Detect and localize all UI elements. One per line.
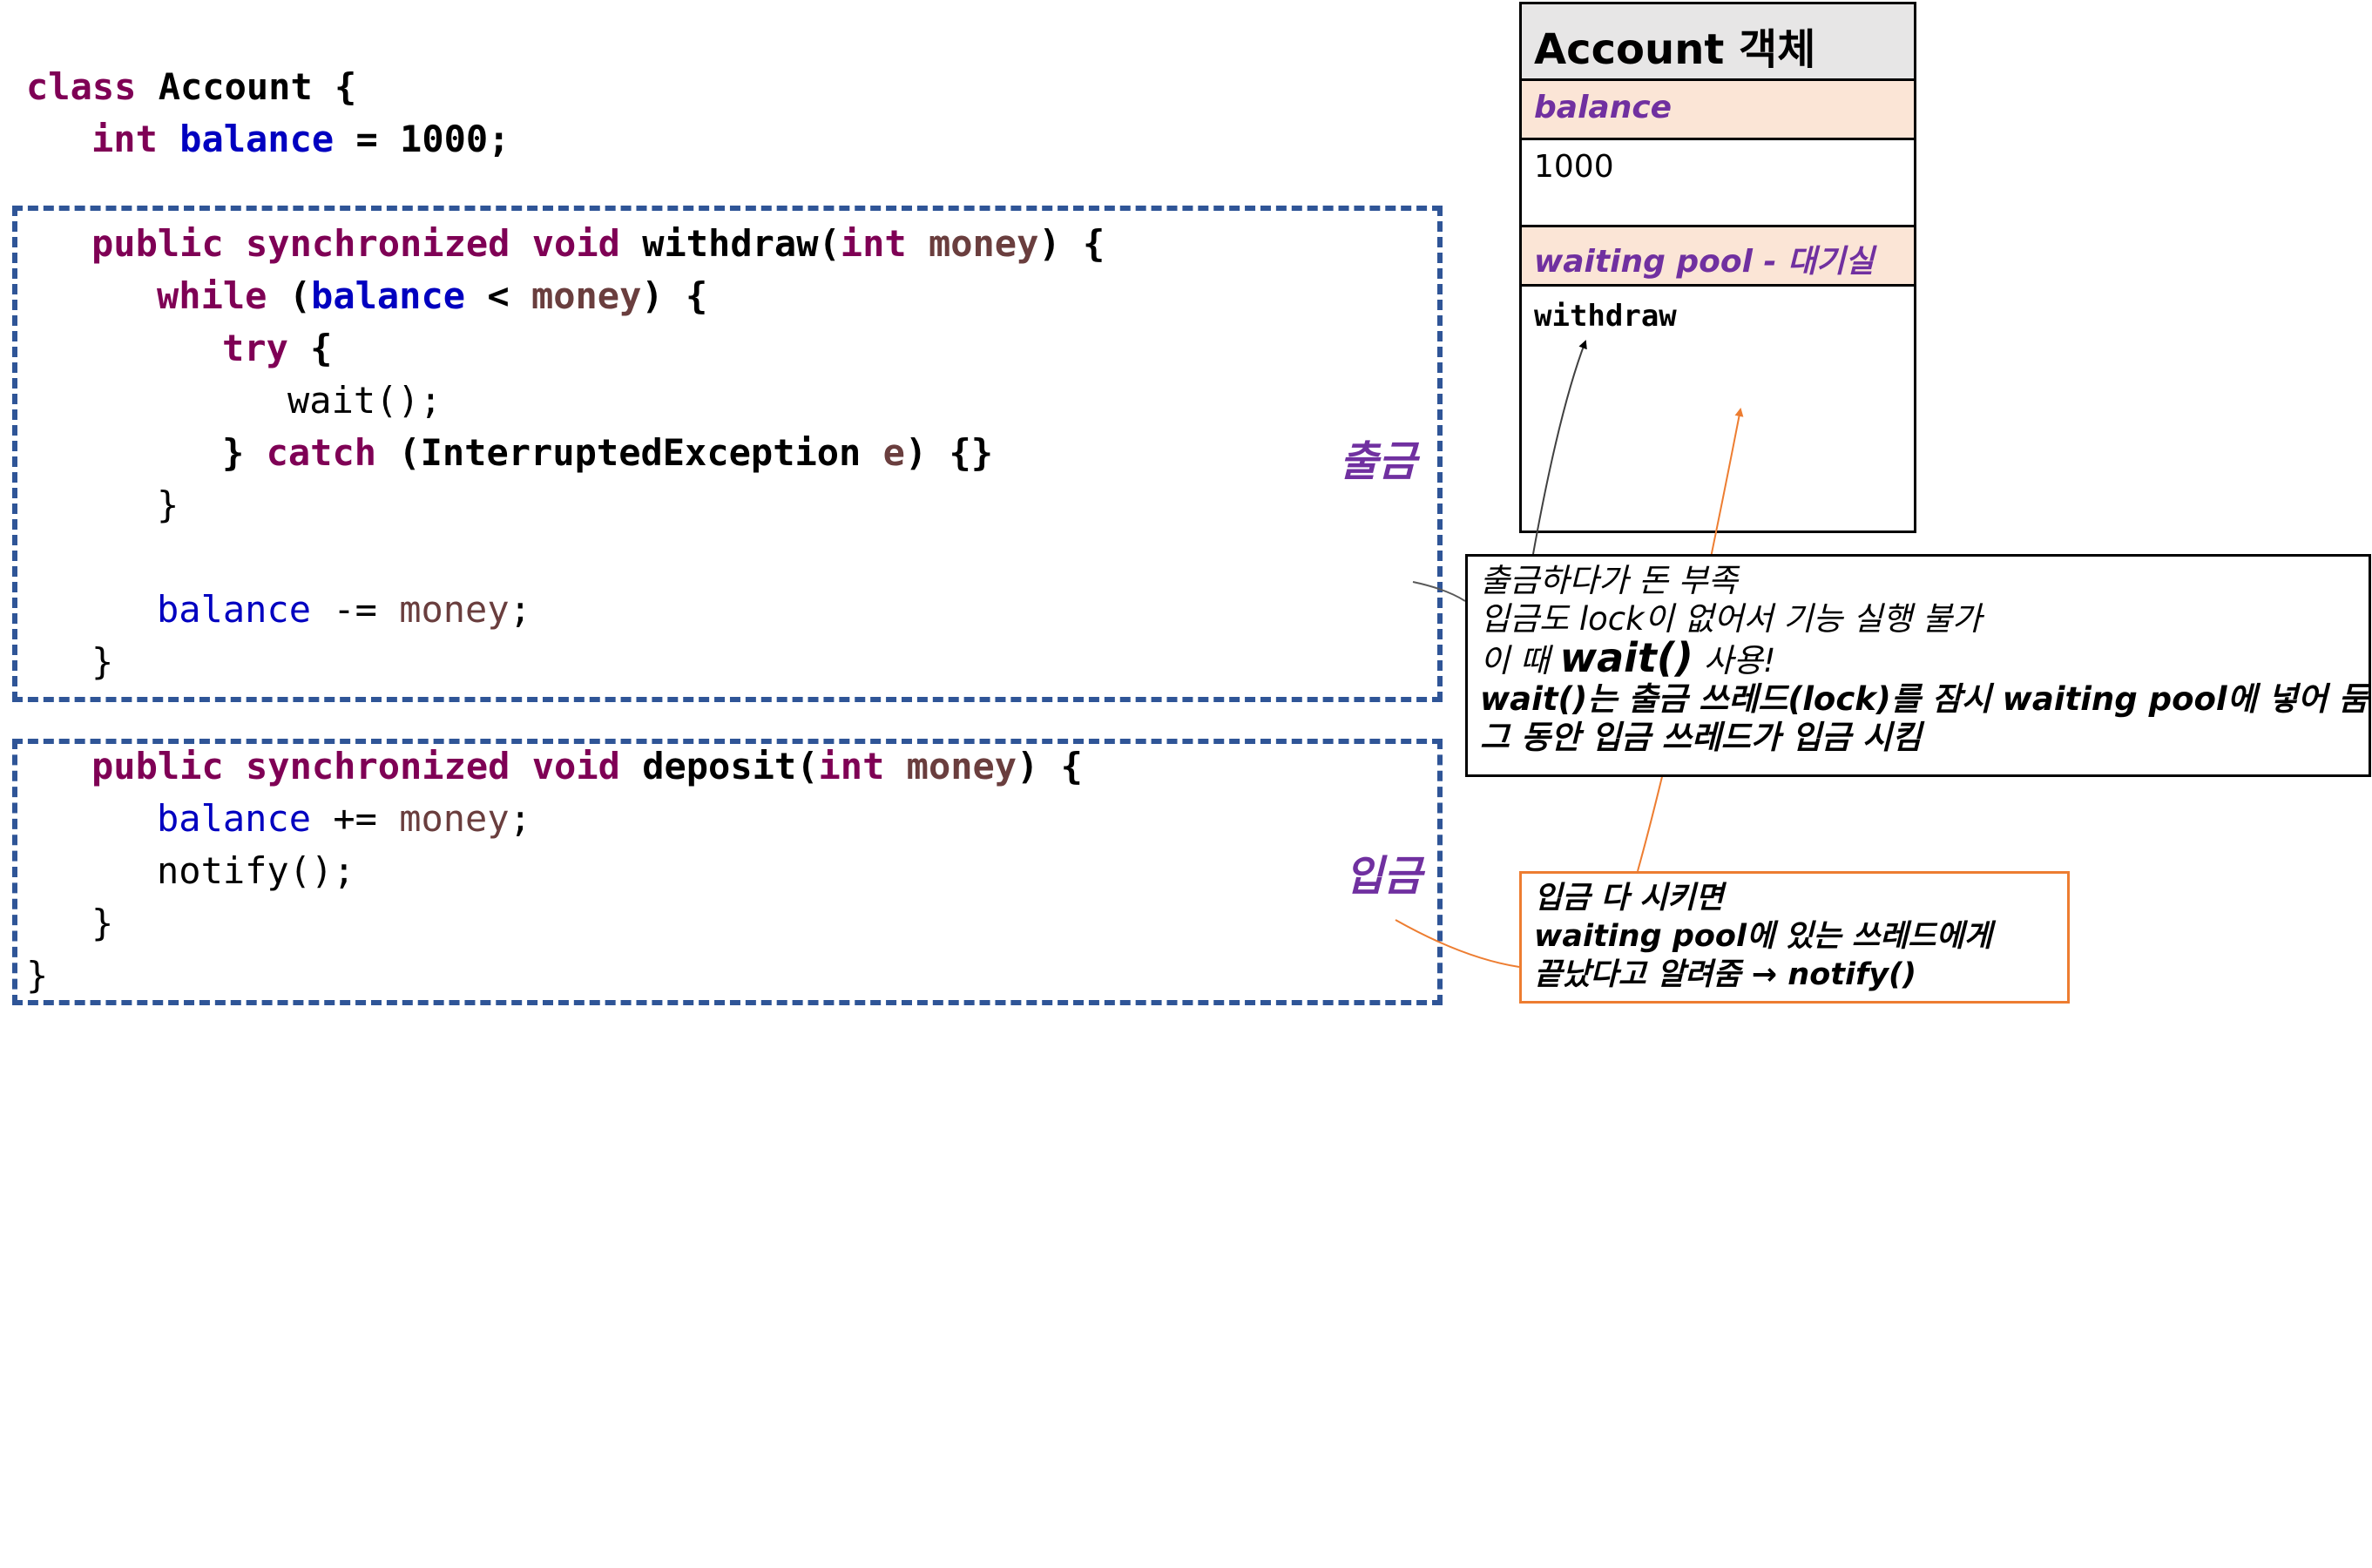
connector-deposit-to-note: [1395, 919, 1520, 968]
notify-note-line2: waiting pool에 있는 쓰레드에게: [1534, 919, 1992, 954]
balance-value: 1000: [1522, 140, 1914, 227]
deposit-label: 입금: [1345, 852, 1423, 901]
balance-header: balance: [1522, 81, 1914, 140]
wait-note-line5: 그 동안 입금 쓰레드가 입금 시킴: [1480, 719, 1922, 756]
code-line-deposit-close: }: [91, 902, 114, 944]
withdraw-method-box: [12, 206, 1443, 702]
notify-explanation-note: 입금 다 시키면 waiting pool에 있는 쓰레드에게 끝났다고 알려줌…: [1519, 871, 2070, 1004]
code-line-catch: } catch (InterruptedException e) {}: [222, 431, 994, 474]
waiting-pool-header: waiting pool - 대기실: [1522, 227, 1914, 287]
code-line-deposit-sig: public synchronized void deposit(int mon…: [91, 745, 1083, 787]
code-line-try: try {: [222, 327, 333, 369]
code-line-class-close: }: [26, 954, 49, 997]
code-line-withdraw-close: }: [91, 640, 114, 683]
code-block: class Account { int balance = 1000; publ…: [0, 0, 1481, 1027]
code-line-balance-plus: balance += money;: [157, 797, 531, 840]
arrow-note-to-pool: [1532, 340, 1587, 555]
withdraw-label: 출금: [1340, 437, 1417, 486]
code-line-field: int balance = 1000;: [91, 118, 510, 160]
waiting-pool-value: withdraw: [1534, 299, 1677, 334]
code-line-class-decl: class Account {: [26, 65, 357, 108]
wait-note-line3: 이 때 wait() 사용!: [1480, 634, 1776, 681]
code-line-wait: wait();: [287, 379, 443, 422]
code-line-balance-minus: balance -= money;: [157, 588, 531, 631]
wait-note-line1: 출금하다가 돈 부족: [1480, 562, 1738, 599]
object-title: Account 객체: [1522, 4, 1914, 81]
code-line-while-close: }: [157, 483, 179, 526]
code-line-notify: notify();: [157, 849, 355, 892]
account-object-box: Account 객체 balance 1000 waiting pool - 대…: [1519, 2, 1916, 533]
deposit-method-box: [12, 739, 1443, 1005]
notify-note-line1: 입금 다 시키면: [1534, 881, 1724, 916]
wait-note-line4: wait()는 출금 쓰레드(lock)를 잠시 waiting pool에 넣…: [1480, 680, 2369, 718]
code-line-withdraw-sig: public synchronized void withdraw(int mo…: [91, 222, 1105, 265]
notify-note-line3: 끝났다고 알려줌 → notify(): [1534, 957, 1917, 992]
code-line-while: while (balance < money) {: [157, 274, 708, 317]
wait-explanation-note: 출금하다가 돈 부족 입금도 lock이 없어서 기능 실행 불가 이 때 wa…: [1465, 554, 2371, 777]
connector-withdraw-to-note: [1412, 581, 1466, 602]
wait-note-line2: 입금도 lock이 없어서 기능 실행 불가: [1480, 600, 1983, 638]
